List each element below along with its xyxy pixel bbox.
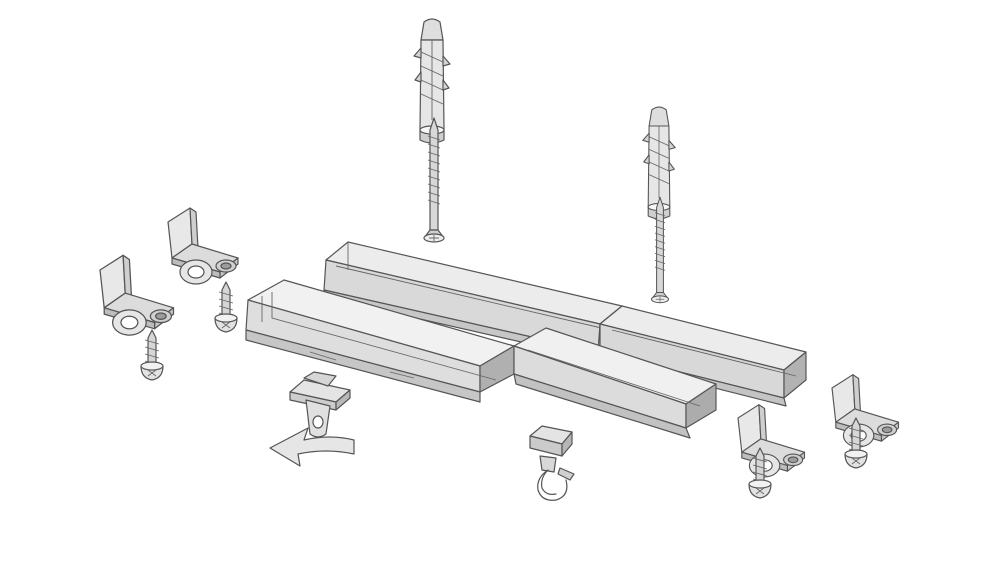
bracket-4 bbox=[737, 404, 806, 478]
pan-screw-2 bbox=[140, 329, 164, 381]
glider-eyelet bbox=[289, 371, 351, 438]
glider-hook bbox=[529, 425, 575, 501]
rail-section-a bbox=[245, 241, 623, 403]
bracket-2 bbox=[99, 254, 175, 336]
bracket-1 bbox=[167, 207, 239, 285]
rail-section-b bbox=[513, 305, 807, 439]
bracket-3 bbox=[831, 374, 900, 448]
pan-screw-1 bbox=[214, 281, 238, 333]
insert-arrow bbox=[269, 427, 355, 467]
